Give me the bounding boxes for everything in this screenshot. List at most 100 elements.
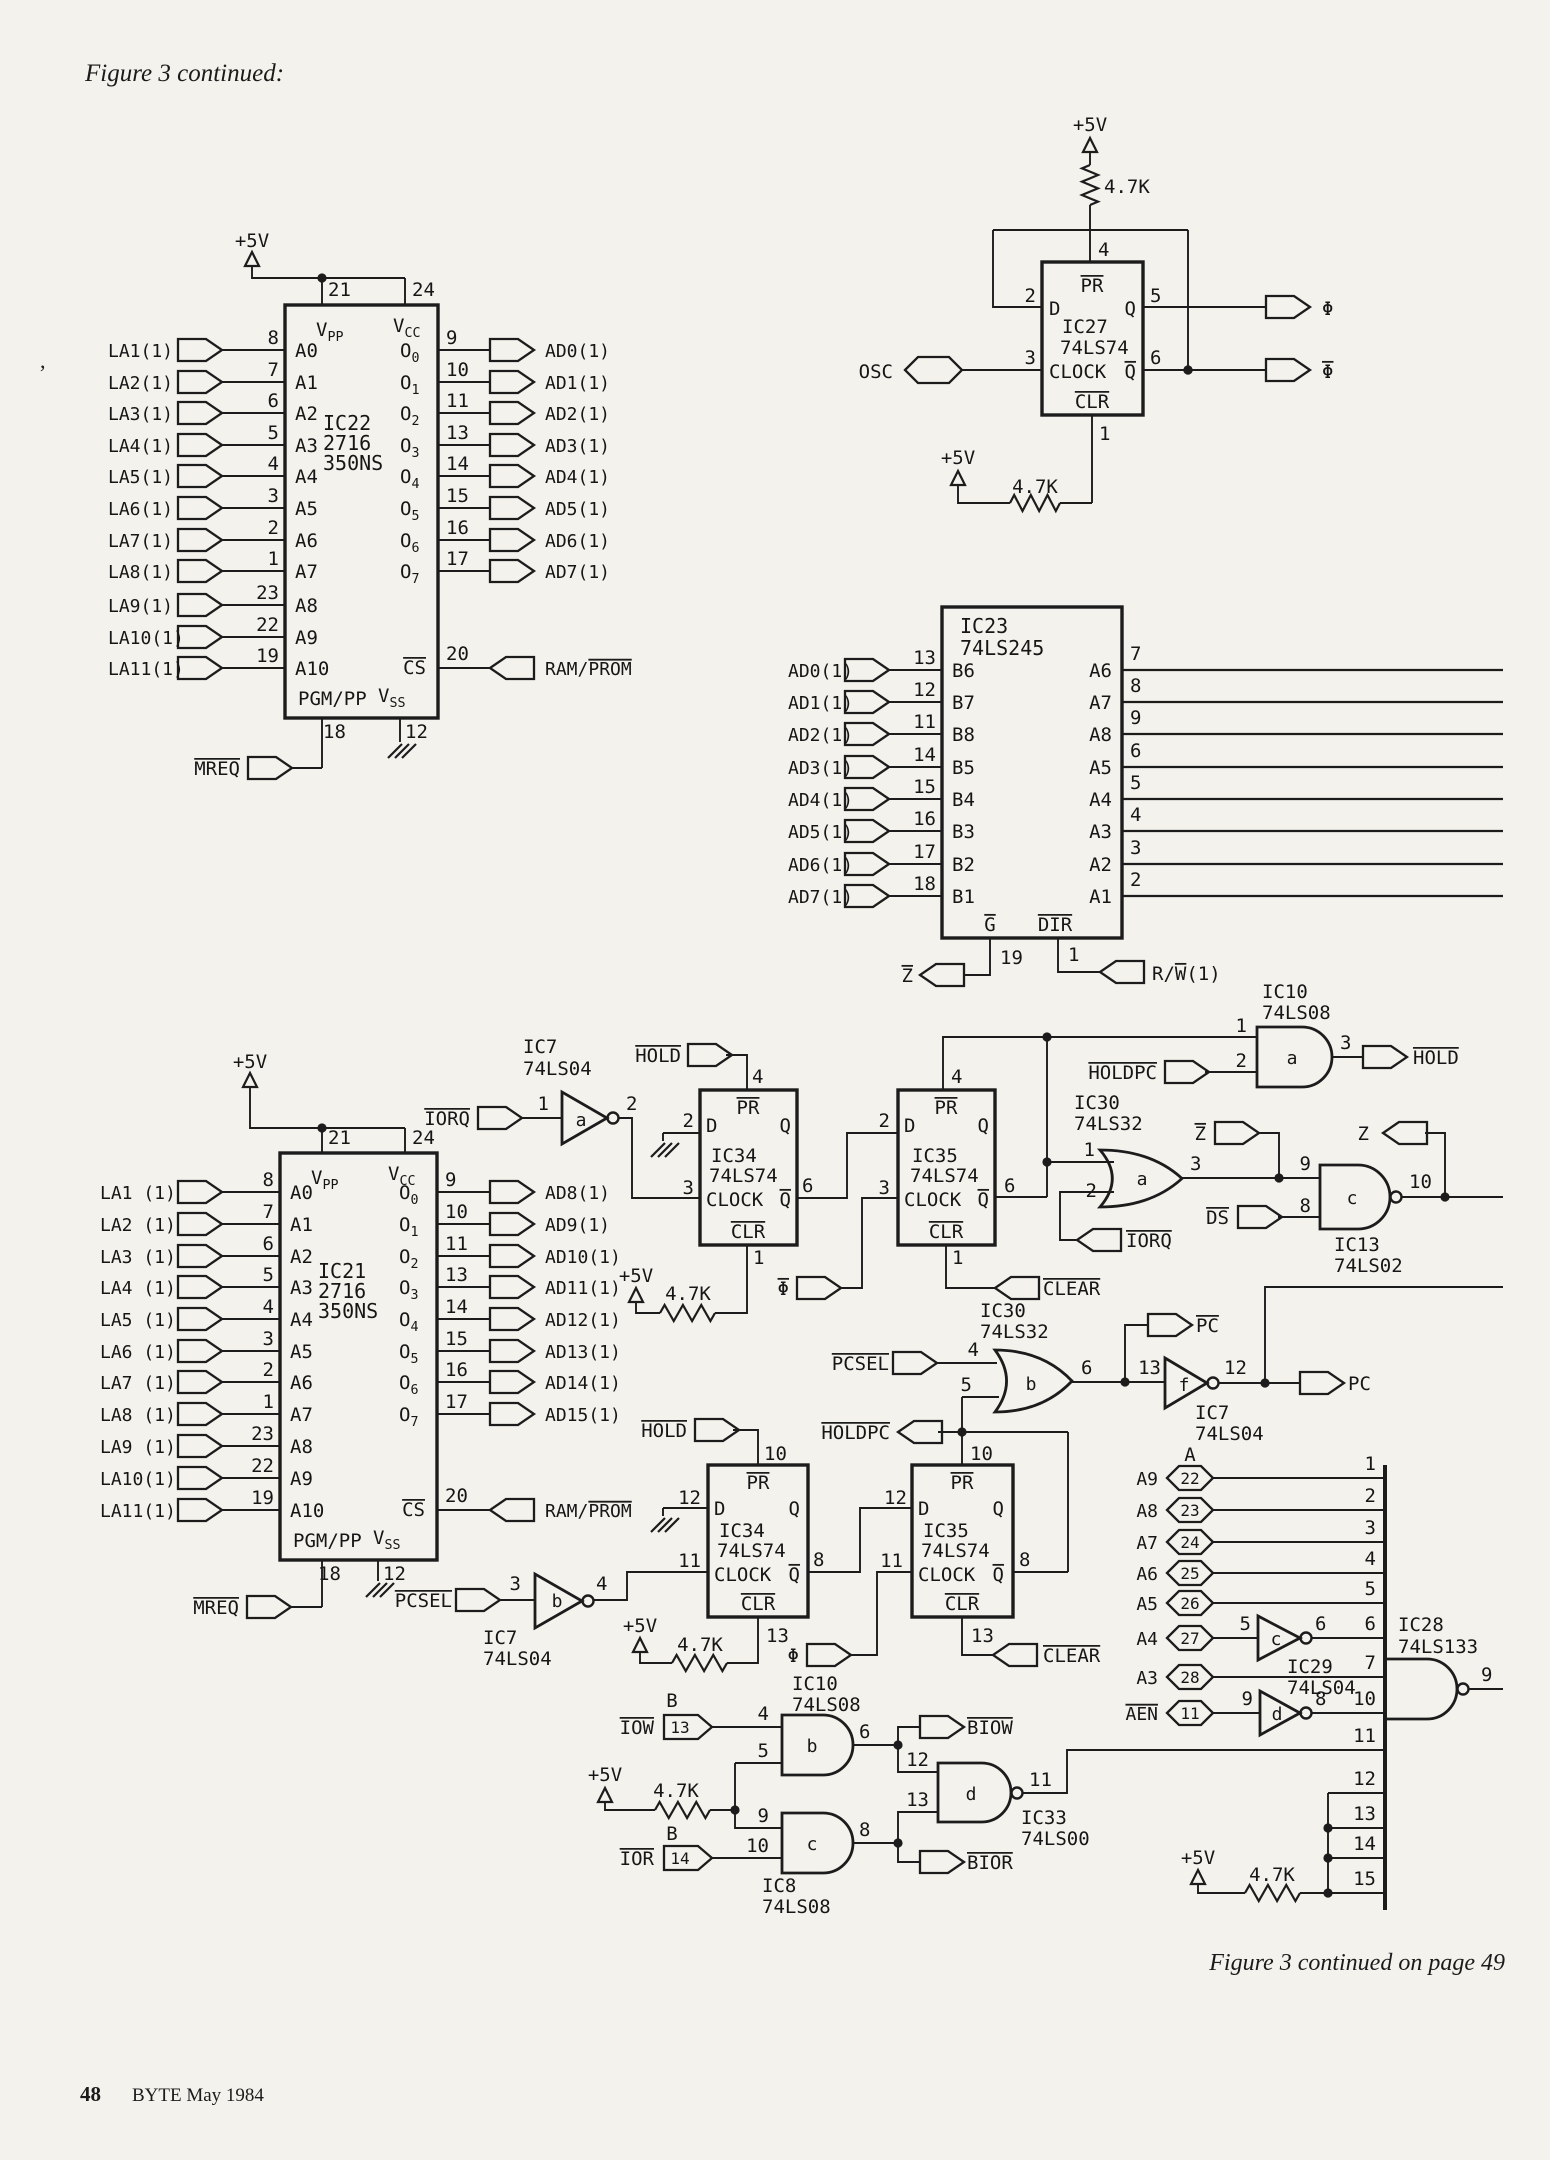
label-r-27b: 4.7K [1012, 476, 1058, 498]
label-qb-ic35u: Q [978, 1189, 989, 1211]
ic21-input-arrow [176, 1401, 225, 1427]
label-part: 4.7K [1104, 176, 1150, 198]
junction-dot [893, 1740, 903, 1750]
ic23-a-port: A1 [1089, 886, 1112, 908]
label-part: 1 [1236, 1015, 1247, 1037]
label-q-ic35u: Q [978, 1115, 989, 1137]
ic22-input-label: LA11(1) [108, 659, 184, 680]
label-part: 11 [880, 1550, 903, 1572]
label-a-hdr: A [1184, 1444, 1196, 1466]
label-part: BIOR [967, 1852, 1013, 1874]
ic21-input-arrow [176, 1274, 225, 1300]
label-p13-ic33: 13 [906, 1789, 929, 1811]
ic21-output-pin: 14 [445, 1296, 468, 1318]
label-part: 1 [1068, 944, 1079, 966]
ic22-input-arrow [176, 337, 225, 363]
label-part: 4 [951, 1066, 962, 1088]
ic21-output-arrow [488, 1369, 537, 1395]
ic21-addr-label: A1 [290, 1214, 313, 1236]
label-part: 12 [678, 1487, 701, 1509]
label-biow: BIOW [967, 1717, 1013, 1739]
label-p5v-r: +5V [1181, 1847, 1215, 1869]
label-part: D [1049, 298, 1060, 320]
label-g-ic33: d [966, 1784, 977, 1805]
ic21-ramprom-arrow [487, 1497, 536, 1523]
ic21-cs-label: CS [402, 1499, 425, 1521]
ic23-title: 74LS245 [960, 636, 1044, 660]
bior-out-arrow [918, 1849, 967, 1875]
label-p5v-27t: +5V [1073, 114, 1107, 136]
label-r-r: 4.7K [1249, 1864, 1295, 1886]
label-part: 1 [1099, 423, 1110, 445]
ic22-addr-label: A1 [295, 372, 318, 394]
pcsel-in-arrow [454, 1587, 503, 1613]
label-part: 19 [1000, 947, 1023, 969]
ic21-output-arrow [488, 1274, 537, 1300]
ic21-output-label: AD10(1) [545, 1247, 621, 1268]
label-ic10-part: 74LS08 [1262, 1002, 1331, 1024]
ic23-a-port: A7 [1089, 692, 1112, 714]
label-ic10-name: IC10 [1262, 981, 1308, 1003]
ic21-addr-label: A4 [290, 1309, 313, 1331]
label-part: Q [1125, 298, 1136, 320]
ic28-pin-label: 1 [1365, 1453, 1376, 1475]
ic21-o-port: O1 [399, 1214, 418, 1240]
wire [963, 938, 1100, 976]
label-part: 2 [879, 1110, 890, 1132]
label-p8-ic8c: 8 [859, 1819, 870, 1841]
ic22-output-label: AD7(1) [545, 562, 610, 583]
ic28-nand-gate [1383, 1657, 1459, 1721]
wire [1197, 1884, 1328, 1894]
label-d-ic35l: D [918, 1498, 929, 1520]
ic21-input-pin: 1 [263, 1391, 274, 1413]
label-pcbar: PC [1196, 1315, 1219, 1337]
ic21-mreq-label: MREQ [193, 1597, 239, 1619]
label-g-ic10a: a [1287, 1048, 1298, 1069]
ic21-input-pin: 2 [263, 1359, 274, 1381]
ic22-ramprom-label: RAM/PROM [545, 659, 632, 680]
label-part: IORQ [424, 1108, 470, 1130]
label-part: CC [399, 1174, 415, 1189]
label-r-b: 4.7K [653, 1780, 699, 1802]
label-p12-ic34l: 12 [678, 1487, 701, 1509]
label-part: PR [737, 1097, 760, 1119]
label-part: 1 [1084, 1139, 1095, 1161]
ic7f-inverter [1163, 1355, 1210, 1411]
clear-arrow [990, 1642, 1039, 1668]
label-part: 5 [1240, 1613, 1251, 1635]
ic22-output-pin: 13 [446, 422, 469, 444]
ic22-output-label: AD1(1) [545, 373, 610, 394]
ic22-o-port: O7 [400, 561, 419, 587]
label-part: 13 [1138, 1357, 1161, 1379]
label-p1-23: 1 [1068, 944, 1079, 966]
ic23-b-port: B5 [952, 757, 975, 779]
rw-arrow [1097, 959, 1146, 985]
label-ic33-part: 74LS00 [1021, 1828, 1090, 1850]
label-part: a [1137, 1169, 1148, 1190]
ic21-input-pin: 5 [263, 1264, 274, 1286]
ic21-input-arrow [176, 1433, 225, 1459]
label-g-ic10b: b [807, 1736, 818, 1757]
ic22-input-arrow [176, 592, 225, 618]
addr-num-label: 25 [1180, 1564, 1199, 1583]
label-ic30-part: 74LS32 [1074, 1113, 1143, 1135]
label-p6-27: 6 [1150, 347, 1161, 369]
label-part: 1 [952, 1247, 963, 1269]
label-pr-ic35u: PR [935, 1097, 958, 1119]
label-part: PP [327, 330, 343, 345]
label-part: V [316, 319, 327, 341]
label-part: HOLD [1413, 1047, 1459, 1069]
label-part: CLR [741, 1593, 776, 1615]
label-part: 4 [596, 1573, 607, 1595]
label-qb-ic35l: Q [993, 1564, 1004, 1586]
label-part: AEN [1125, 1704, 1158, 1725]
label-part: IC29 [1287, 1656, 1333, 1678]
label-part: 2 [1086, 1180, 1097, 1202]
label-p11-ic34l: 11 [678, 1550, 701, 1572]
label-part: 5 [961, 1374, 972, 1396]
ground-icon [387, 743, 417, 759]
ic28-pin-label: 11 [1353, 1725, 1376, 1747]
label-part: IC10 [792, 1673, 838, 1695]
ic22-input-label: LA1(1) [108, 341, 173, 362]
label-ic10b-part: 74LS08 [792, 1694, 861, 1716]
